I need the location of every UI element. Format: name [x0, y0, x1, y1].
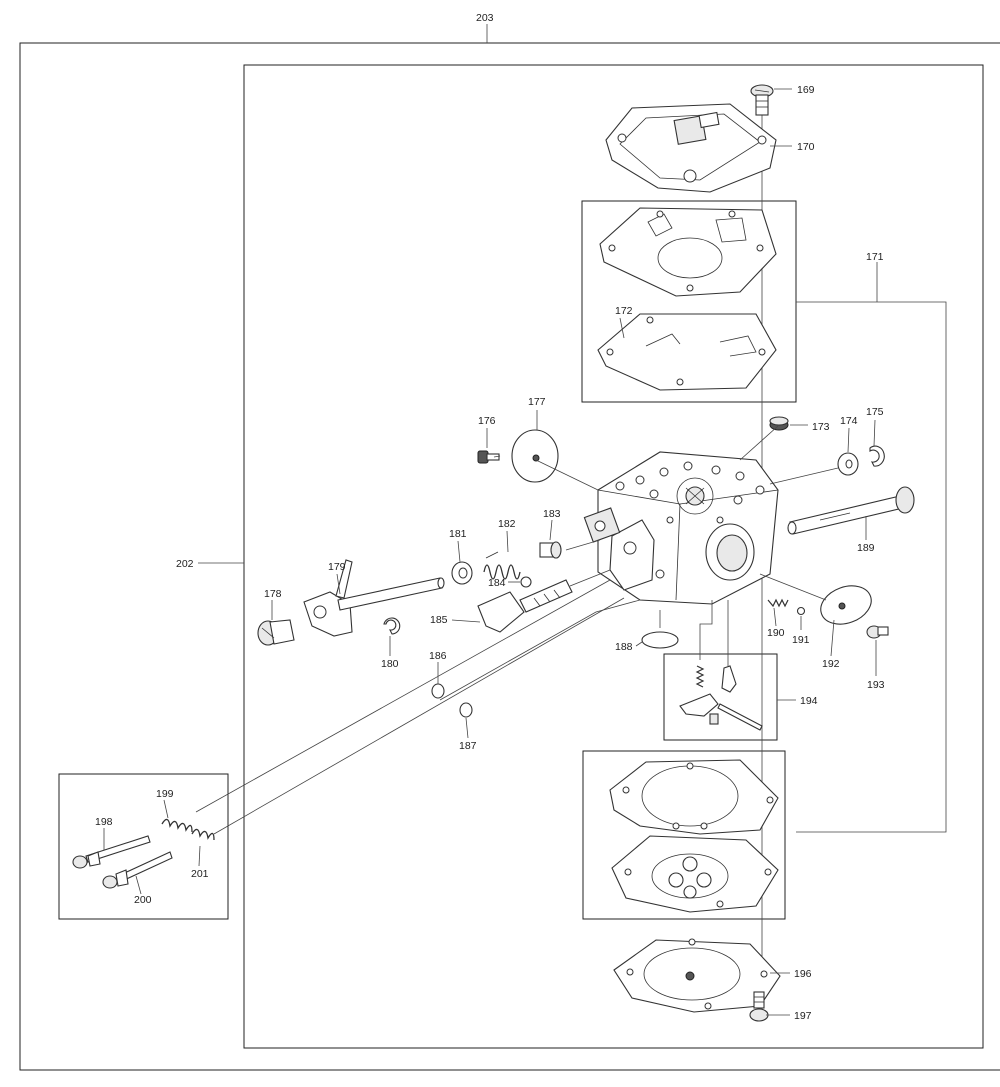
- label-177: 177: [528, 396, 546, 408]
- label-196: 196: [794, 968, 812, 980]
- screw-176: [477, 450, 500, 464]
- screw-193: [866, 625, 889, 639]
- label-186: 186: [429, 650, 447, 662]
- label-194: 194: [800, 695, 818, 707]
- adjusting-screw-198: [72, 835, 151, 869]
- ball-191: [796, 606, 806, 616]
- metering-cover-196: [613, 938, 781, 1013]
- label-192: 192: [822, 658, 840, 670]
- spring-201: [191, 828, 215, 841]
- metering-diaphragm: [611, 835, 779, 913]
- label-202: 202: [176, 558, 194, 570]
- label-171: 171: [866, 251, 884, 263]
- carburetor-body: [583, 451, 779, 605]
- frame-assembly-202: [198, 64, 984, 1049]
- label-190: 190: [767, 627, 785, 639]
- shaft-189: [787, 486, 915, 535]
- o-ring-188: [641, 631, 679, 649]
- label-179: 179: [328, 561, 346, 573]
- label-187: 187: [459, 740, 477, 752]
- label-169: 169: [797, 84, 815, 96]
- adjusting-screw-200: [102, 851, 173, 889]
- label-199: 199: [156, 788, 174, 800]
- spring-190: [767, 598, 789, 608]
- label-203: 203: [476, 12, 494, 24]
- label-184: 184: [488, 577, 506, 589]
- label-183: 183: [543, 508, 561, 520]
- frame-screw-kit: [58, 773, 229, 920]
- label-193: 193: [867, 679, 885, 691]
- screw-169: [750, 84, 774, 116]
- valve-185: [477, 579, 573, 633]
- bushing-183: [539, 541, 562, 559]
- pump-cover-170: [605, 103, 777, 193]
- frame-kit-194: [663, 653, 778, 741]
- spring-182: [483, 551, 521, 580]
- label-leaders: [103, 88, 877, 1016]
- label-191: 191: [792, 634, 810, 646]
- throttle-plate-177: [511, 429, 559, 483]
- label-201: 201: [191, 868, 209, 880]
- label-181: 181: [449, 528, 467, 540]
- disc-192: [820, 585, 872, 625]
- label-170: 170: [797, 141, 815, 153]
- choke-lever-179: [303, 559, 445, 637]
- label-188: 188: [615, 641, 633, 653]
- assembly-lines: [195, 425, 839, 835]
- frame-assembly-203: [19, 24, 1000, 1071]
- filter-173: [769, 416, 789, 431]
- label-182: 182: [498, 518, 516, 530]
- spring-199: [161, 818, 193, 833]
- label-185: 185: [430, 614, 448, 626]
- metering-kit-194: [679, 665, 763, 731]
- label-197: 197: [794, 1010, 812, 1022]
- o-ring-186: [431, 683, 445, 699]
- label-180: 180: [381, 658, 399, 670]
- bracket-171: [796, 262, 947, 833]
- label-172: 172: [615, 305, 633, 317]
- label-198: 198: [95, 816, 113, 828]
- gasket-upper: [599, 207, 777, 297]
- washer-174: [837, 452, 859, 476]
- gasket-lower: [609, 759, 779, 835]
- label-189: 189: [857, 542, 875, 554]
- label-173: 173: [812, 421, 830, 433]
- label-174: 174: [840, 415, 858, 427]
- ball-184: [520, 576, 532, 588]
- label-176: 176: [478, 415, 496, 427]
- pump-diaphragm-172: [597, 313, 777, 391]
- part-labels: 203 202 169 170 171 172 173 174 175 176 …: [95, 12, 885, 1022]
- screw-178: [257, 619, 295, 646]
- o-ring-187: [459, 702, 473, 718]
- frame-gasket-set-top: [581, 200, 797, 403]
- washer-181: [451, 561, 473, 585]
- frame-gasket-set-bottom: [582, 750, 786, 920]
- e-clip-175: [869, 445, 885, 467]
- label-178: 178: [264, 588, 282, 600]
- label-175: 175: [866, 406, 884, 418]
- clip-180: [383, 617, 401, 635]
- label-200: 200: [134, 894, 152, 906]
